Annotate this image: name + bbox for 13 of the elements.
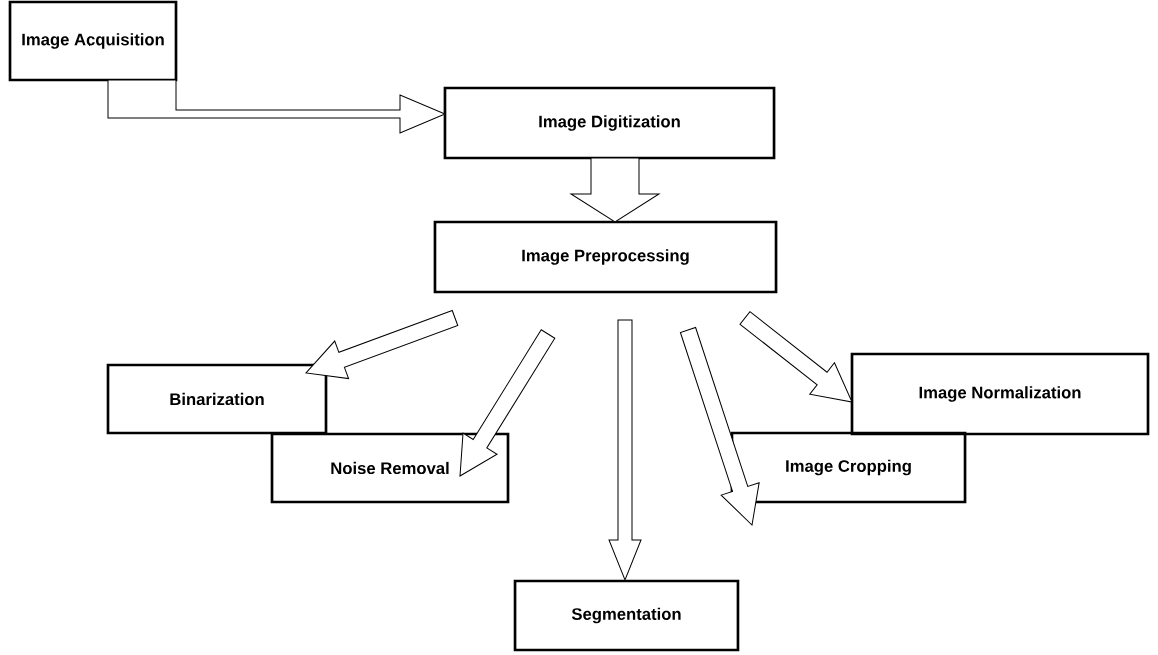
block-arrow — [608, 319, 642, 581]
block-arrow — [305, 310, 459, 380]
block-arrow — [739, 311, 853, 403]
block-arrow — [570, 157, 660, 223]
process-box: Binarization — [106, 363, 328, 435]
process-box: Image Normalization — [850, 352, 1150, 436]
block-arrow — [459, 329, 556, 477]
process-box: Segmentation — [513, 579, 740, 652]
process-box: Image Digitization — [443, 86, 776, 160]
process-box: Image Preprocessing — [433, 220, 778, 294]
block-arrow — [107, 79, 446, 134]
block-arrow — [679, 327, 760, 526]
process-box: Noise Removal — [270, 432, 510, 504]
